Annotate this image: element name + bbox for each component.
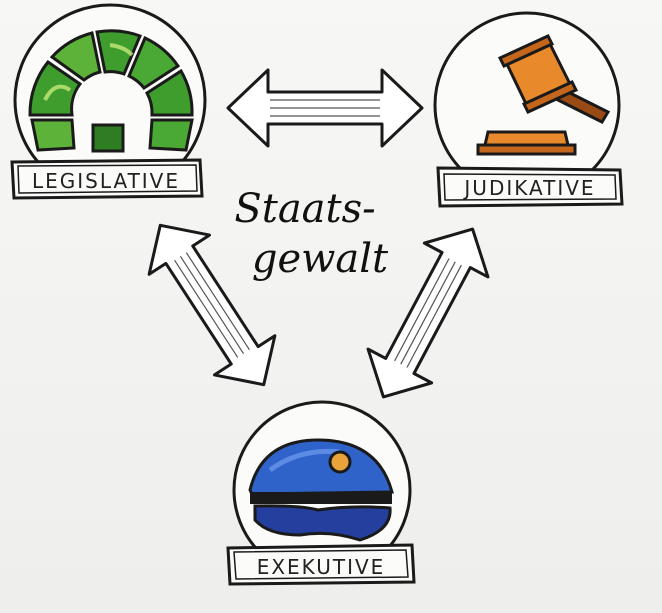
parliament-seats-icon — [28, 29, 194, 153]
legislative-label: LEGISLATIVE — [32, 169, 180, 193]
gavel-icon — [476, 34, 611, 156]
arrow-legislative-exekutive — [147, 223, 277, 387]
center-label-line2: gewalt — [252, 236, 389, 282]
center-label: Staats- gewalt — [234, 186, 389, 282]
police-cap-icon — [248, 438, 394, 542]
node-judikative: JUDIKATIVE — [433, 11, 624, 208]
arrow-judikative-exekutive — [366, 227, 490, 399]
center-label-line1: Staats- — [234, 186, 375, 232]
node-legislative: LEGISLATIVE — [10, 3, 207, 200]
exekutive-label: EXEKUTIVE — [257, 555, 386, 579]
legislative-banner: LEGISLATIVE — [10, 158, 204, 200]
judikative-banner: JUDIKATIVE — [436, 166, 624, 208]
node-exekutive: EXEKUTIVE — [226, 400, 416, 586]
exekutive-banner: EXEKUTIVE — [226, 543, 416, 586]
judikative-label: JUDIKATIVE — [462, 176, 595, 200]
arrow-legislative-judikative — [226, 68, 424, 148]
